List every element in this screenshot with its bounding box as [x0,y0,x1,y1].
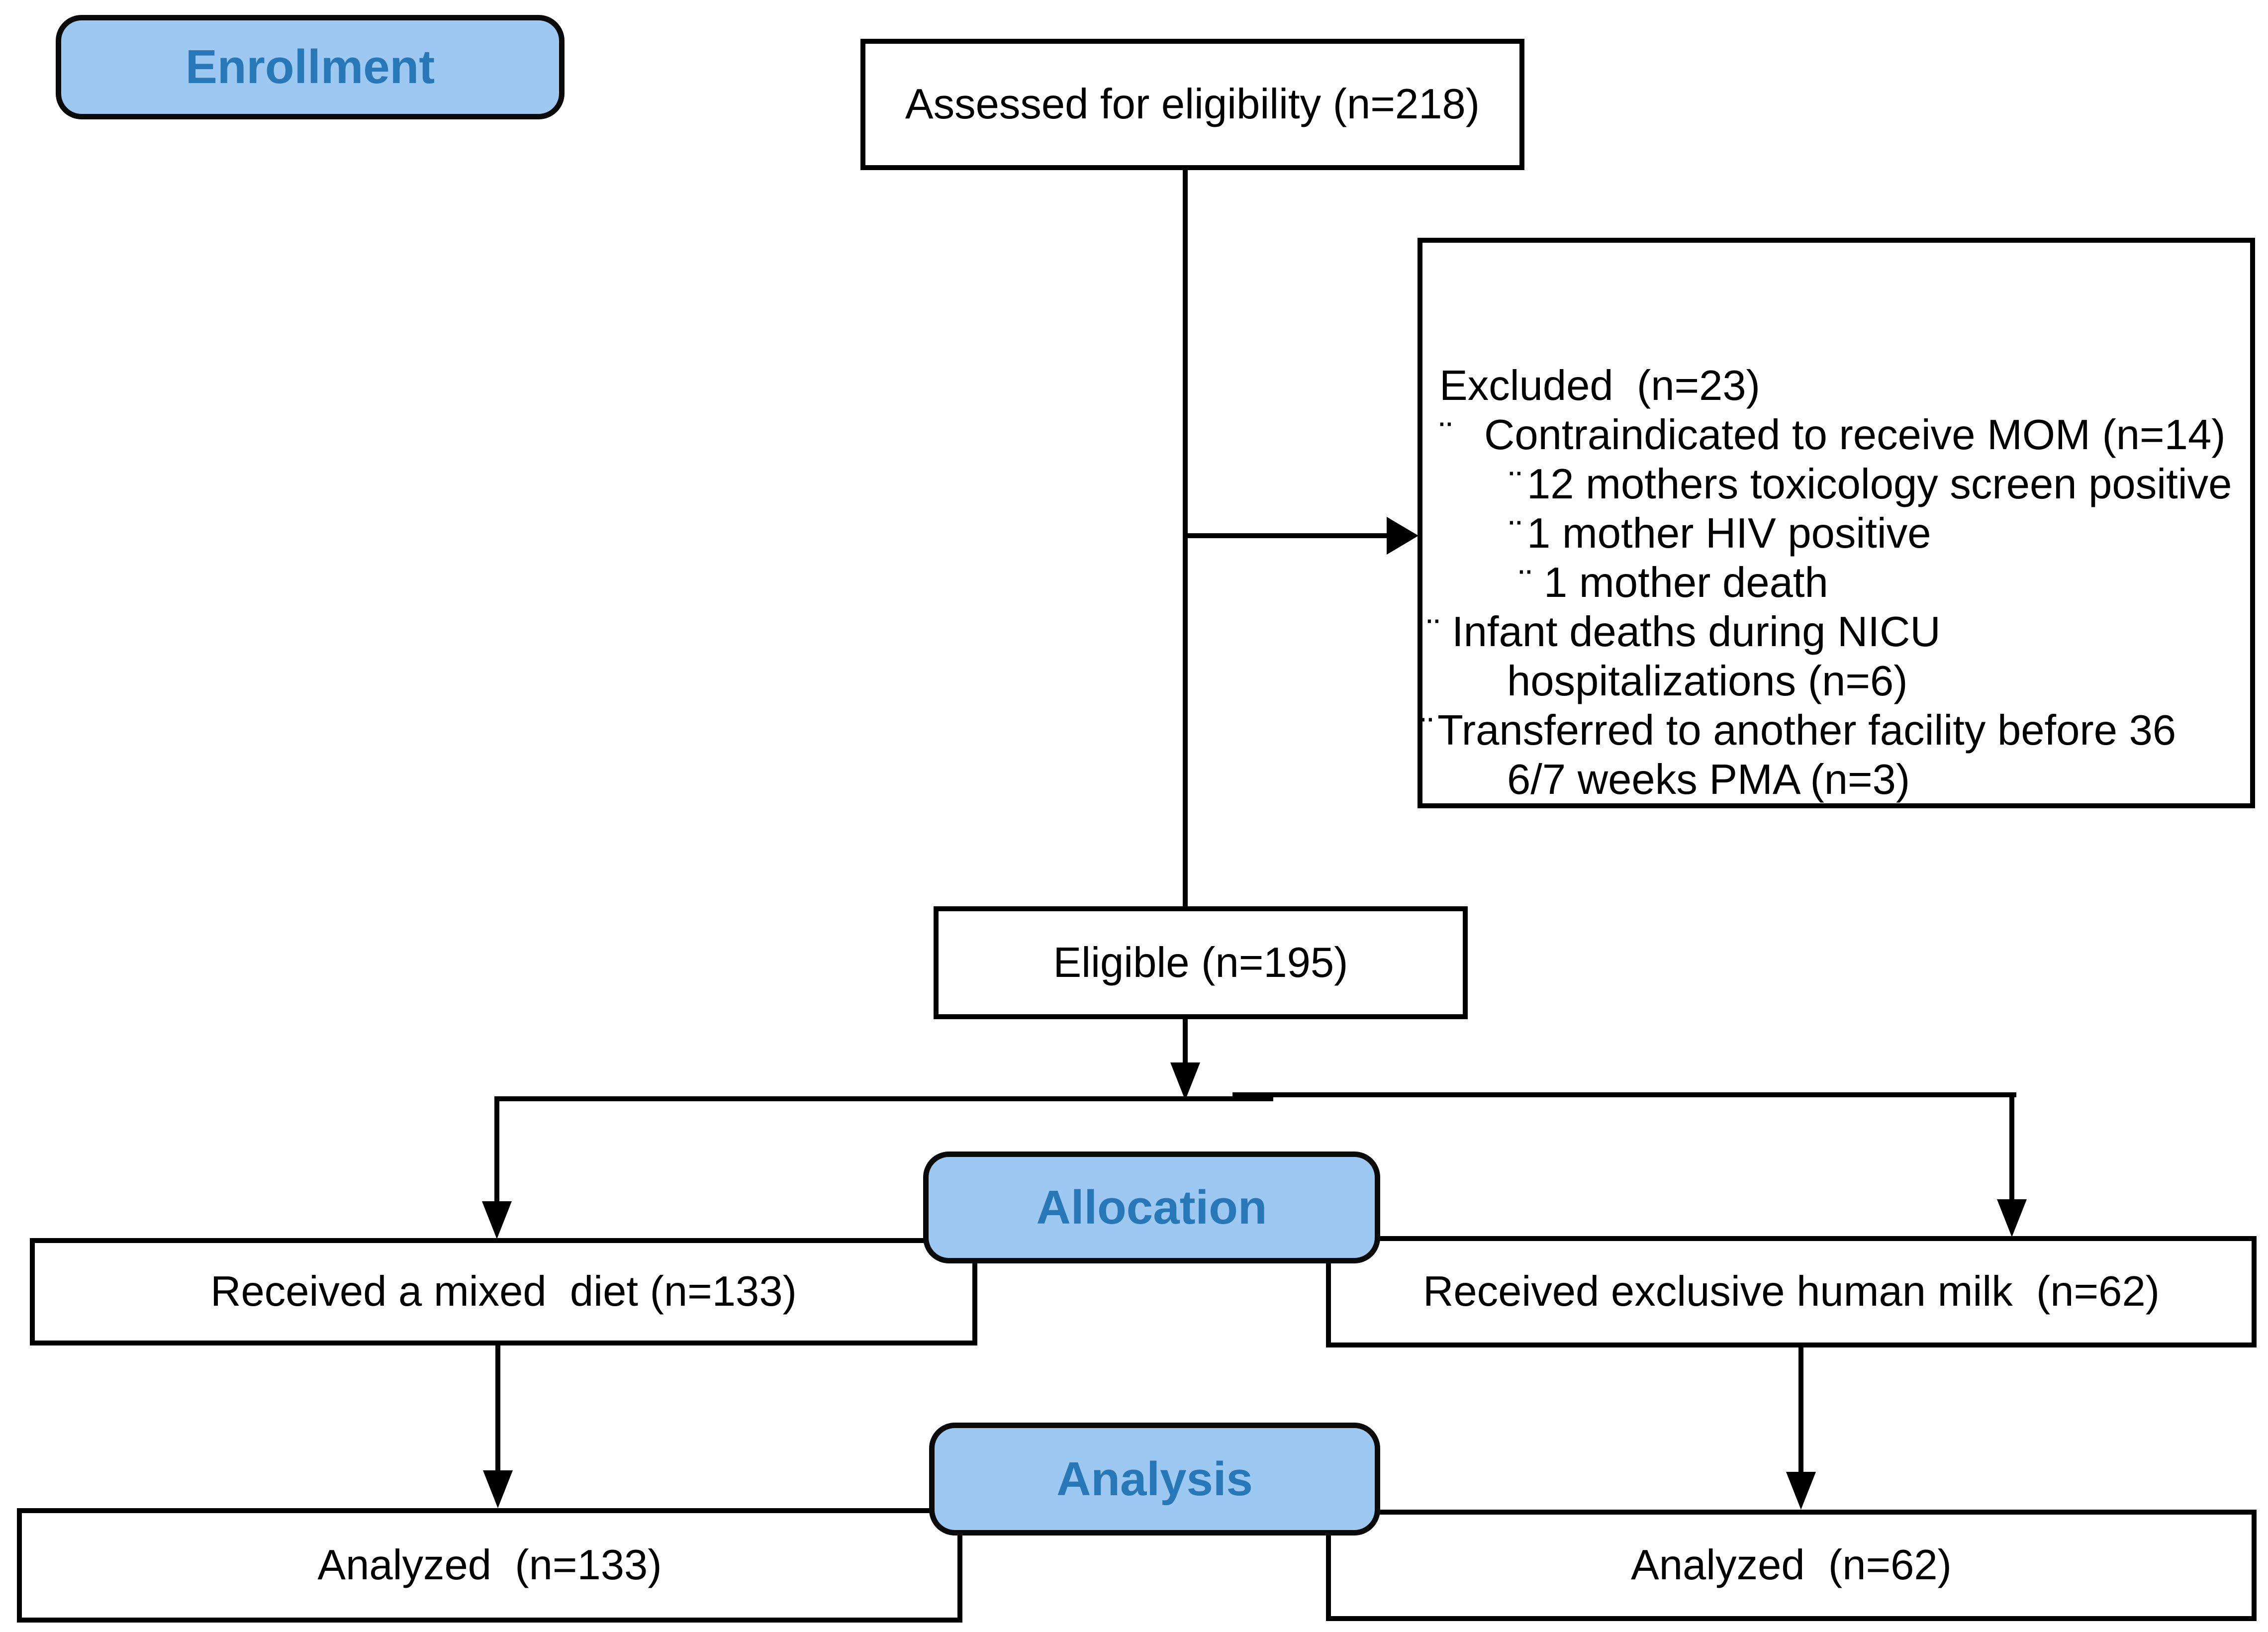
excluded-box: Excluded (n=23) ¨ Contraindicated to rec… [1418,238,2255,808]
eligible-box: Eligible (n=195) [934,906,1468,1019]
excluded-line-text: hospitalizations (n=6) [1507,657,1908,705]
excluded-lines: Excluded (n=23) ¨ Contraindicated to rec… [1420,362,2240,805]
connector-mixed-to-analyzed [495,1343,500,1472]
bullet-icon: ¨ [1509,463,1522,507]
arrowhead-down-branch-icon [1170,1062,1200,1100]
excluded-line-text: 1 mother HIV positive [1527,509,1931,557]
arrowhead-down-mixed-icon [482,1201,512,1239]
stage-allocation: Allocation [923,1152,1380,1263]
excluded-line-text: Transferred to another facility before 3… [1437,706,2176,754]
stage-enrollment: Enrollment [56,15,565,119]
mixed-diet-label: Received a mixed diet (n=133) [210,1268,797,1316]
bullet-icon: ¨ [1427,610,1440,655]
bullet-icon: ¨ [1509,512,1522,556]
branch-line-left [495,1096,1273,1101]
assessed-eligibility-label: Assessed for eligibility (n=218) [905,81,1480,128]
analyzed-milk-box: Analyzed (n=62) [1326,1510,2257,1621]
excluded-line-text: 6/7 weeks PMA (n=3) [1507,756,1910,803]
excluded-line-text: 12 mothers toxicology screen positive [1527,460,2232,508]
arrowhead-down-analyzed-mixed-icon [483,1470,513,1508]
human-milk-box: Received exclusive human milk (n=62) [1326,1236,2257,1347]
arrowhead-down-analyzed-milk-icon [1786,1472,1816,1510]
excluded-line: ¨ Infant deaths during NICU [1427,608,2240,657]
excluded-line: ¨ 12 mothers toxicology screen positive [1439,460,2240,509]
excluded-line: ¨ 1 mother HIV positive [1439,509,2240,559]
excluded-line-text: Excluded (n=23) [1439,362,1760,409]
excluded-line-text: Contraindicated to receive MOM (n=14) [1484,411,2226,459]
eligible-label: Eligible (n=195) [1053,939,1348,986]
stage-analysis: Analysis [929,1423,1380,1536]
stage-enrollment-label: Enrollment [185,40,435,94]
connector-eligible-to-branch [1183,1017,1188,1064]
excluded-line: Excluded (n=23) [1439,362,2240,411]
connector-assessed-to-eligible [1183,169,1188,907]
excluded-line: hospitalizations (n=6) [1439,657,2240,706]
excluded-line-text: 1 mother death [1544,559,1828,606]
connector-branch-to-milk [2009,1092,2014,1201]
excluded-line: 6/7 weeks PMA (n=3) [1439,756,2240,805]
bullet-icon: ¨ [1420,709,1433,753]
excluded-line: ¨ Contraindicated to receive MOM (n=14) [1439,411,2240,460]
bullet-icon: ¨ [1519,561,1532,605]
human-milk-label: Received exclusive human milk (n=62) [1422,1268,2160,1316]
assessed-eligibility-box: Assessed for eligibility (n=218) [860,39,1524,170]
stage-analysis-label: Analysis [1056,1452,1253,1506]
excluded-line: ¨ Transferred to another facility before… [1420,706,2240,756]
connector-branch-to-mixed [494,1096,499,1203]
excluded-line-text: Infant deaths during NICU [1452,608,1941,656]
excluded-line: ¨ 1 mother death [1439,559,2240,608]
bullet-icon: ¨ [1439,413,1452,458]
analyzed-mixed-box: Analyzed (n=133) [17,1508,962,1623]
arrowhead-right-excluded-icon [1387,517,1418,555]
analyzed-mixed-label: Analyzed (n=133) [317,1541,662,1589]
branch-line-right [1232,1092,2016,1097]
mixed-diet-box: Received a mixed diet (n=133) [30,1238,977,1345]
stage-allocation-label: Allocation [1036,1180,1267,1234]
connector-milk-to-analyzed [1798,1345,1803,1474]
analyzed-milk-label: Analyzed (n=62) [1631,1541,1952,1589]
arrowhead-down-milk-icon [1997,1199,2027,1237]
connector-to-excluded [1185,533,1388,538]
